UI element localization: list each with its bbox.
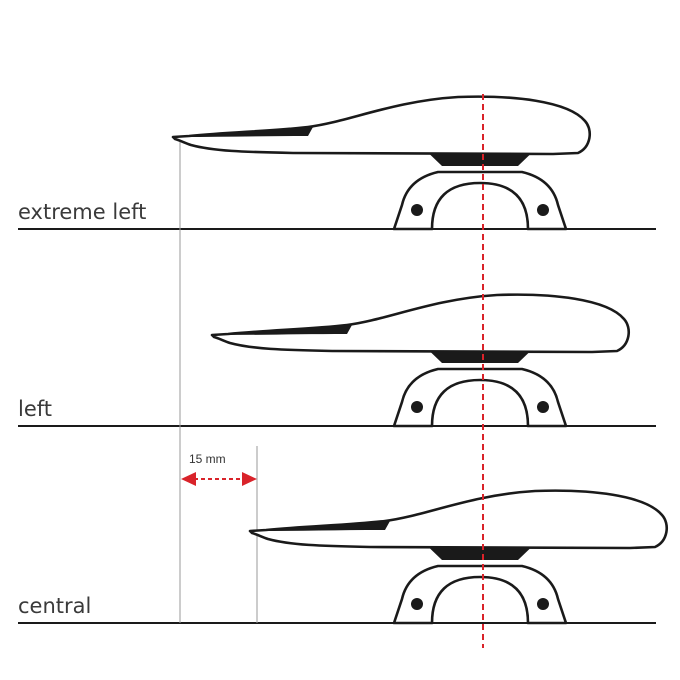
seatpost-clamp-central <box>392 535 568 625</box>
dimension-arrow-right-icon <box>242 472 257 486</box>
saddle-extreme-left <box>171 95 592 156</box>
offset-dimension-label: 15 mm <box>189 452 226 466</box>
saddle-central <box>248 489 669 550</box>
offset-dimension-arrow <box>181 472 257 486</box>
seatpost-clamp-extreme-left <box>392 141 568 231</box>
position-label-extreme-left: extreme left <box>18 200 146 224</box>
dimension-arrow-left-icon <box>181 472 196 486</box>
position-label-left: left <box>18 397 52 421</box>
saddle-left <box>210 293 631 354</box>
position-label-central: central <box>18 594 91 618</box>
